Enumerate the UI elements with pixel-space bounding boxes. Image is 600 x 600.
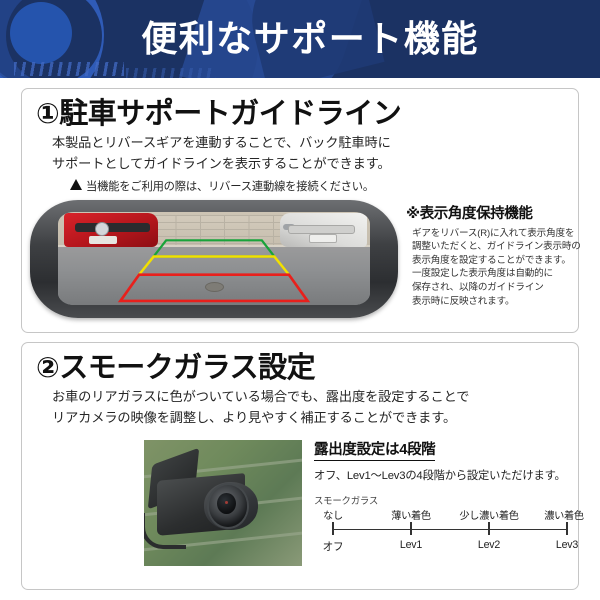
page-title: 便利なサポート機能	[141, 18, 479, 59]
section-1-title-text: 駐車サポートガイドライン	[59, 98, 402, 130]
parked-car-red	[64, 213, 158, 247]
side-note-body: ギアをリバース(R)に入れて表示角度を 調整いただくと、ガイドライン表示時の 表…	[412, 227, 581, 309]
section-2-body-line-1: お車のリアガラスに色がついている場合でも、露出度を設定することで	[52, 389, 470, 405]
scale-bottom-label-1: Lev1	[399, 538, 423, 551]
scale-tick-0	[332, 521, 334, 535]
warning-triangle-icon	[70, 179, 82, 191]
mirror-dashcam-photo	[30, 199, 398, 318]
red-car-grille	[75, 223, 151, 233]
mirror-screen	[58, 211, 370, 305]
camera-lens-reflection	[224, 500, 228, 504]
scale-top-label-0: なし	[323, 510, 343, 522]
scale-tick-3	[566, 521, 568, 535]
feature-panel-parking-guideline: ①駐車サポートガイドライン 本製品とリバースギアを連動することで、バック駐車時に…	[21, 88, 581, 333]
exposure-setting-block: 露出度設定は4段階 オフ、Lev1〜Lev3の4段階から設定いただけます。 スモ…	[314, 438, 584, 561]
section-2-body: お車のリアガラスに色がついている場合でも、露出度を設定することで リアカメラの映…	[22, 387, 578, 427]
red-car-license-plate	[88, 236, 117, 244]
guideline-green	[151, 238, 277, 258]
scale-top-label-3: 濃い着色	[544, 510, 584, 522]
section-1-note-text: 当機能をご利用の際は、リバース連動線を接続ください。	[86, 180, 374, 193]
side-note-line-1: ギアをリバース(R)に入れて表示角度を	[412, 227, 575, 239]
exposure-title: 露出度設定は4段階	[314, 438, 436, 461]
mirror-housing	[30, 199, 398, 318]
parked-car-white	[279, 212, 367, 247]
view-angle-hold-note: ※表示角度保持機能 ギアをリバース(R)に入れて表示角度を 調整いただくと、ガイ…	[406, 202, 581, 309]
exposure-subtitle: オフ、Lev1〜Lev3の4段階から設定いただけます。	[314, 469, 566, 482]
rear-camera-photo	[144, 439, 302, 566]
red-car-emblem-icon	[95, 222, 110, 237]
section-2-title-text: スモークガラス設定	[59, 352, 316, 384]
scale-top-label-2: 少し濃い着色	[459, 510, 519, 522]
deco-stripes	[14, 62, 124, 76]
scale-top-label-1: 薄い着色	[391, 510, 431, 522]
section-2-media-row: 露出度設定は4段階 オフ、Lev1〜Lev3の4段階から設定いただけます。 スモ…	[22, 436, 584, 576]
side-note-line-6: 表示時に反映されます。	[412, 295, 515, 307]
scale-bottom-label-0: オフ	[322, 540, 344, 553]
scale-bottom-label-3: Lev3	[555, 538, 579, 551]
parking-guideline-overlay	[58, 212, 370, 305]
section-2-number: ②	[36, 352, 60, 383]
section-2-body-line-2: リアカメラの映像を調整し、より見やすく補正することができます。	[52, 409, 457, 425]
section-1-body: 本製品とリバースギアを連動することで、バック駐車時に サポートとしてガイドライン…	[22, 133, 578, 173]
section-1-media-row: ※表示角度保持機能 ギアをリバース(R)に入れて表示角度を 調整いただくと、ガイ…	[22, 199, 581, 322]
section-2-title: ②スモークガラス設定	[22, 343, 578, 384]
manhole-cover	[204, 282, 224, 293]
scale-axis-line	[332, 528, 566, 531]
header-decoration	[0, 0, 600, 78]
section-1-body-line-2: サポートとしてガイドラインを表示することができます。	[52, 155, 391, 171]
scale-tick-1	[410, 521, 412, 535]
section-1-body-line-1: 本製品とリバースギアを連動することで、バック駐車時に	[52, 135, 391, 151]
exposure-scale: スモークガラス なし 薄い着色 少し濃い着色 濃い着色 オフ Lev1 Lev2…	[314, 494, 584, 561]
guideline-yellow	[136, 254, 292, 276]
white-car-license-plate	[309, 233, 338, 243]
side-note-line-4: 一度設定した表示角度は自動的に	[412, 268, 553, 280]
section-1-title: ①駐車サポートガイドライン	[22, 89, 578, 130]
page-header-banner: 便利なサポート機能	[0, 0, 600, 78]
scale-tick-2	[488, 521, 490, 535]
feature-panel-smoke-glass: ②スモークガラス設定 お車のリアガラスに色がついている場合でも、露出度を設定する…	[21, 342, 584, 590]
section-1-number: ①	[36, 98, 60, 129]
guideline-red	[117, 272, 311, 302]
deco-stripes-2	[126, 68, 216, 78]
scale-bottom-label-2: Lev2	[477, 538, 501, 551]
scale-caption: スモークガラス	[314, 494, 379, 506]
camera-cable	[144, 512, 186, 550]
deco-circle-small	[10, 2, 72, 64]
section-1-note: 当機能をご利用の際は、リバース連動線を接続ください。	[22, 178, 578, 194]
side-note-title: ※表示角度保持機能	[406, 205, 533, 222]
side-note-line-5: 保存され、以降のガイドライン	[412, 282, 544, 294]
side-note-line-2: 調整いただくと、ガイドライン表示時の	[412, 241, 581, 253]
side-note-line-3: 表示角度を設定することができます。	[412, 254, 571, 266]
